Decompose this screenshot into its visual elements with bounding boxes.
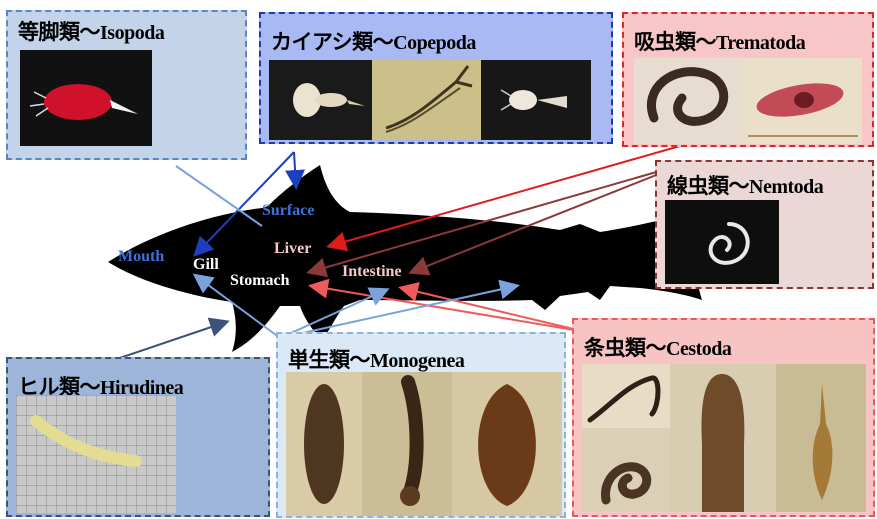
cestode-photo-4 bbox=[776, 364, 866, 512]
monogenean-photo-1 bbox=[286, 372, 362, 516]
copepod-photo-1 bbox=[269, 60, 372, 140]
cestoda-title-jp: 条虫類〜 bbox=[584, 336, 666, 360]
isopod-photo bbox=[20, 50, 152, 146]
arrow-hirudinea bbox=[108, 322, 226, 362]
organ-liver: Liver bbox=[274, 240, 311, 258]
trematoda-title-en: Trematoda bbox=[716, 32, 805, 54]
nematoda-box: 線虫類〜Nemtoda bbox=[655, 160, 874, 289]
isopoda-title-en: Isopoda bbox=[100, 22, 164, 44]
isopoda-box: 等脚類〜Isopoda bbox=[6, 10, 247, 160]
cestoda-title-en: Cestoda bbox=[666, 338, 731, 360]
copepoda-title-jp: カイアシ類〜 bbox=[271, 30, 393, 54]
trematoda-title: 吸虫類〜Trematoda bbox=[634, 26, 805, 56]
nematode-photo bbox=[665, 200, 779, 284]
trematoda-box: 吸虫類〜Trematoda bbox=[622, 12, 874, 147]
monogenea-box: 単生類〜Monogenea bbox=[276, 332, 566, 518]
monogenea-title-jp: 単生類〜 bbox=[288, 348, 370, 372]
trematoda-title-jp: 吸虫類〜 bbox=[634, 30, 716, 54]
hirudinea-box: ヒル類〜Hirudinea bbox=[6, 357, 270, 517]
copepod-photo-2 bbox=[372, 60, 481, 140]
arrow-copepoda-surface bbox=[294, 152, 296, 186]
organ-stomach: Stomach bbox=[230, 272, 290, 290]
nematoda-title-en: Nemtoda bbox=[749, 176, 823, 198]
cestoda-box: 条虫類〜Cestoda bbox=[572, 318, 875, 517]
isopoda-title: 等脚類〜Isopoda bbox=[18, 16, 164, 46]
copepoda-title: カイアシ類〜Copepoda bbox=[271, 26, 476, 56]
cestode-photo-2 bbox=[582, 428, 670, 512]
copepoda-box: カイアシ類〜Copepoda bbox=[259, 12, 613, 144]
copepoda-title-en: Copepoda bbox=[393, 32, 476, 54]
cestode-photo-3 bbox=[670, 364, 776, 512]
organ-gill: Gill bbox=[193, 256, 219, 274]
monogenea-title: 単生類〜Monogenea bbox=[288, 344, 464, 374]
trematode-photo-2 bbox=[744, 58, 862, 144]
nematoda-title-jp: 線虫類〜 bbox=[667, 174, 749, 198]
isopoda-title-jp: 等脚類〜 bbox=[18, 20, 100, 44]
nematoda-title: 線虫類〜Nemtoda bbox=[667, 170, 823, 200]
monogenean-photo-2 bbox=[362, 372, 452, 516]
copepod-photo-3 bbox=[481, 60, 591, 140]
cestoda-title: 条虫類〜Cestoda bbox=[584, 332, 731, 362]
organ-mouth: Mouth bbox=[118, 248, 164, 266]
monogenea-title-en: Monogenea bbox=[370, 350, 464, 372]
organ-intestine: Intestine bbox=[342, 263, 402, 281]
cestode-photo-1 bbox=[582, 364, 670, 428]
organ-surface: Surface bbox=[262, 202, 314, 220]
monogenean-photo-3 bbox=[452, 372, 562, 516]
trematode-photo-1 bbox=[634, 58, 744, 144]
leech-photo bbox=[16, 395, 176, 513]
